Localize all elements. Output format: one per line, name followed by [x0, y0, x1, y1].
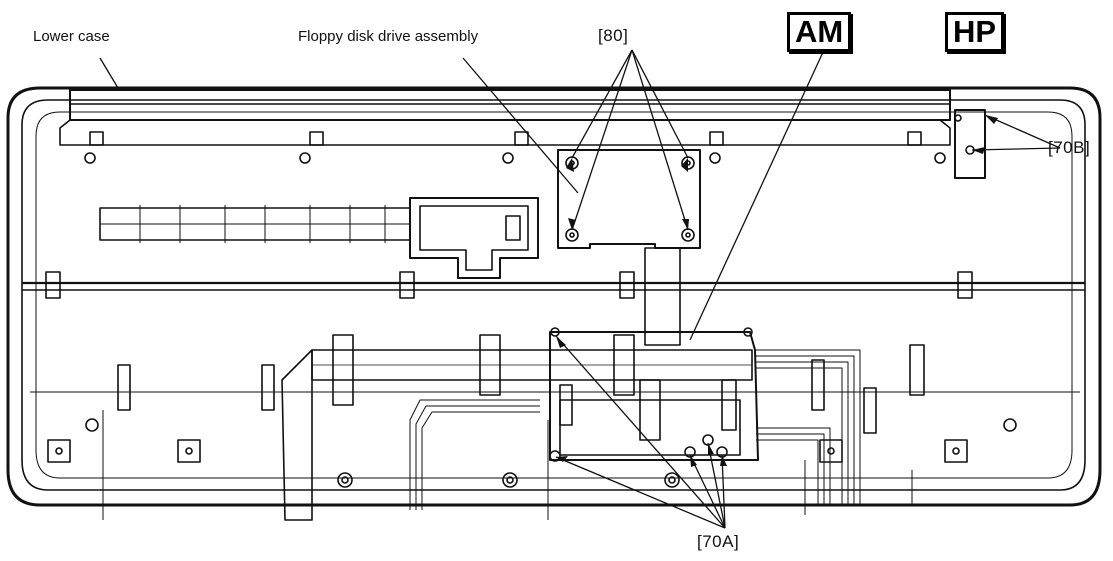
rail-tabs: [89, 131, 922, 146]
lower-case-outline: [6, 86, 1102, 507]
lower-case-inner-wall: [21, 99, 1086, 491]
arrowheads: [556, 115, 998, 467]
floppy-assembly-plate: [557, 149, 701, 249]
box-label-am: AM: [787, 12, 852, 52]
am-board: [549, 331, 759, 461]
hp-bracket: [954, 109, 986, 179]
leader-lines: [99, 49, 1061, 529]
label-floppy-assembly: Floppy disk drive assembly: [298, 28, 479, 45]
seam-tabs: [45, 271, 973, 299]
box-label-hp: HP: [945, 12, 1005, 52]
label-lower-case: Lower case: [33, 28, 110, 45]
label-ref-70b: [70B]: [1048, 138, 1091, 157]
label-ref-70a: [70A]: [697, 532, 740, 551]
label-ref-80: [80]: [598, 26, 629, 45]
cable-clips: [117, 334, 925, 441]
top-rail: [69, 89, 951, 121]
